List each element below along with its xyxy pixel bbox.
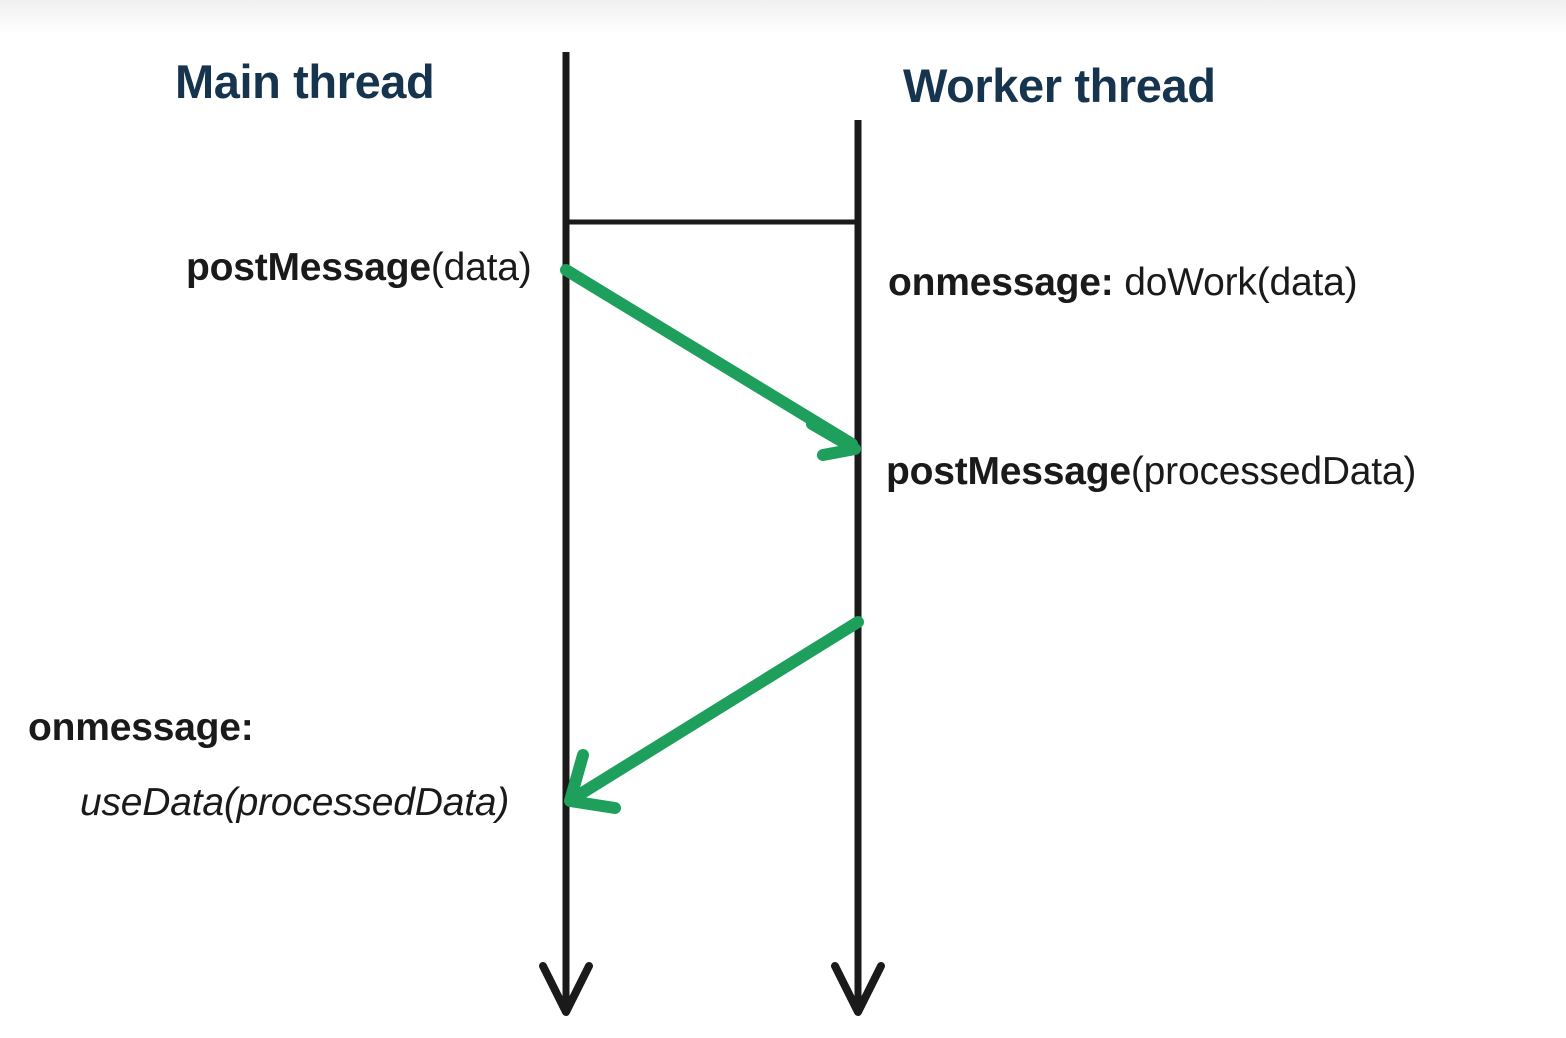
label-worker-onmessage-call: doWork(data) (1124, 261, 1358, 304)
message-arrow-data-to-worker (560, 264, 861, 461)
label-worker-onmessage: onmessage: doWork(data) (888, 261, 1358, 304)
label-main-onmessage: onmessage: (28, 708, 254, 747)
label-use-data: useData(processedData) (80, 783, 509, 822)
lifeline-main-thread-arrowhead (539, 962, 593, 1016)
label-use-data-call: useData(processedData) (80, 781, 510, 824)
label-post-message-data-arg: (data) (430, 246, 532, 289)
message-arrow-data-to-worker-head (806, 418, 861, 461)
label-post-message-data: postMessage(data) (186, 248, 532, 287)
label-post-message-processed-arg: (processedData) (1130, 450, 1417, 493)
label-worker-onmessage-handler: onmessage: (888, 261, 1114, 304)
column-heading-worker-thread: Worker thread (903, 59, 1216, 112)
label-main-onmessage-handler: onmessage: (28, 706, 254, 749)
lifeline-worker-thread (831, 120, 885, 1016)
message-arrow-processed-to-main (564, 616, 864, 814)
label-post-message-processed-fn: postMessage (886, 450, 1131, 493)
message-arrow-data-to-worker-shaft (560, 264, 858, 450)
label-post-message-processed: postMessage(processedData) (886, 452, 1416, 491)
lifeline-worker-thread-arrowhead (831, 962, 885, 1016)
lifeline-main-thread (539, 52, 593, 1016)
column-heading-main-thread: Main thread (175, 55, 435, 108)
message-arrow-processed-to-main-shaft (568, 616, 864, 804)
label-post-message-data-fn: postMessage (186, 246, 431, 289)
message-arrow-processed-to-main-head (564, 749, 621, 814)
